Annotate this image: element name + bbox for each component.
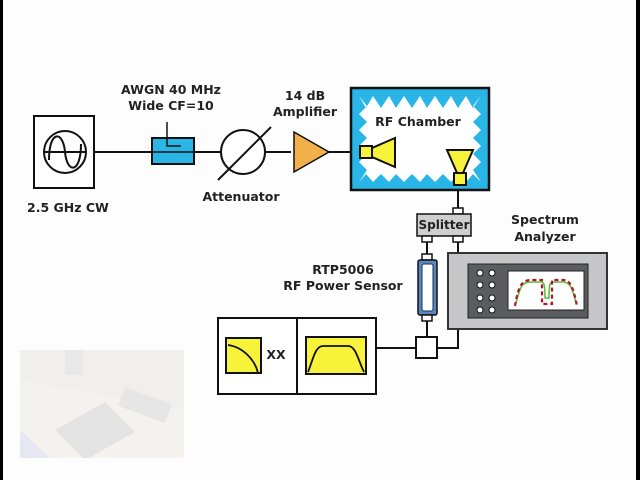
- analyzer-label-line2: Analyzer: [514, 229, 576, 244]
- sensor-label-line2: RF Power Sensor: [283, 278, 403, 293]
- chamber-label: RF Chamber: [375, 114, 461, 129]
- spectrum-panel-icon: [305, 336, 367, 375]
- source-label: 2.5 GHz CW: [27, 200, 109, 215]
- spectrum-trace: [515, 281, 577, 304]
- splitter-block[interactable]: [416, 207, 472, 243]
- adapter-connector: [415, 336, 438, 359]
- rx-horn-antenna: [445, 149, 475, 186]
- multiplier-label: XX: [266, 347, 286, 362]
- attenuator-symbol[interactable]: [217, 126, 272, 181]
- cw-source[interactable]: [33, 115, 95, 189]
- ccdf-panel-icon: [225, 337, 262, 374]
- rf-power-sensor[interactable]: [417, 253, 438, 322]
- sensor-label-line1: RTP5006: [312, 262, 374, 277]
- diagram-canvas: 2.5 GHz CW AWGN 40 MHz Wide CF=10 Attenu…: [3, 0, 636, 480]
- splitter-label: Splitter: [418, 218, 470, 232]
- amplifier-symbol[interactable]: [293, 130, 331, 174]
- amplifier-label-line1: 14 dB: [284, 88, 326, 103]
- block-diagram: [33, 86, 608, 395]
- faded-photo-background: [20, 350, 184, 458]
- noise-label-line1: AWGN 40 MHz: [121, 82, 221, 97]
- wire-adapter-analyzer: [437, 330, 459, 349]
- analyzer-label-line1: Spectrum: [511, 212, 579, 227]
- rf-chamber[interactable]: [349, 86, 491, 192]
- photo-sketch: [20, 350, 184, 458]
- noise-label-line2: Wide CF=10: [128, 98, 214, 113]
- attenuator-label: Attenuator: [202, 189, 280, 204]
- spectrum-mask: [513, 278, 579, 307]
- tx-horn-antenna: [359, 136, 396, 169]
- amplifier-label-line2: Amplifier: [272, 104, 338, 119]
- analyzer-buttons: [476, 269, 496, 314]
- spectrum-analyzer[interactable]: [447, 252, 608, 330]
- awgn-noise-block[interactable]: [151, 122, 195, 165]
- meter-display[interactable]: [217, 317, 377, 395]
